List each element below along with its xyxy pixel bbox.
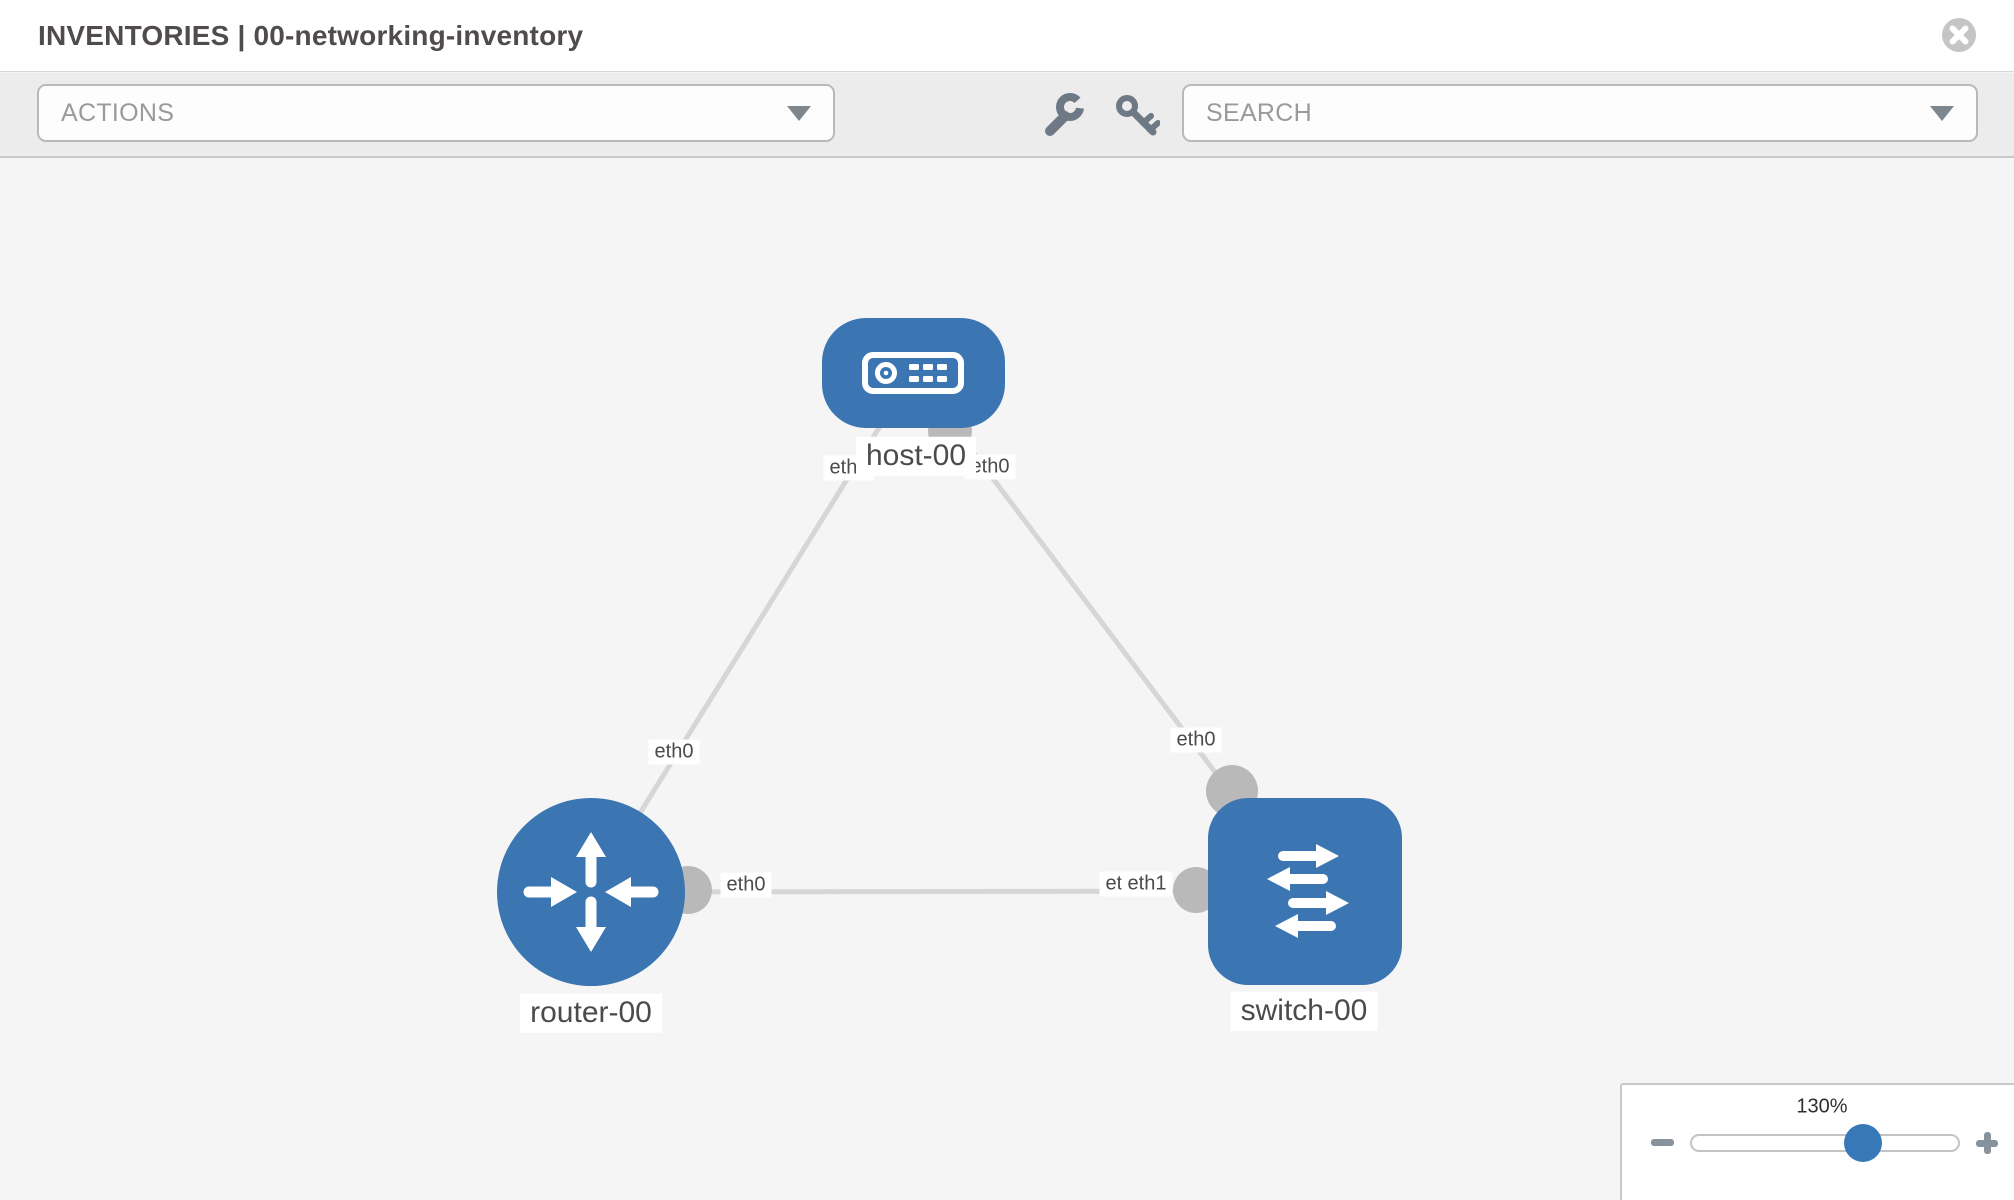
chevron-down-icon — [787, 105, 811, 121]
interface-dot-switch-left — [1173, 867, 1219, 913]
node-router[interactable] — [497, 798, 685, 986]
zoom-in-button[interactable] — [1976, 1132, 1998, 1154]
zoom-level: 130% — [1796, 1095, 1848, 1118]
tools-button[interactable] — [1039, 92, 1087, 140]
zoom-slider-thumb[interactable] — [1844, 1124, 1882, 1162]
close-icon — [1942, 18, 1976, 52]
close-button[interactable] — [1941, 17, 1977, 53]
interface-label: eth1 — [1121, 871, 1173, 897]
actions-label: ACTIONS — [61, 98, 175, 127]
chevron-down-icon — [1930, 105, 1954, 121]
credentials-button[interactable] — [1112, 92, 1161, 140]
host-icon — [862, 352, 964, 394]
node-label-router: router-00 — [520, 993, 662, 1033]
node-label-switch: switch-00 — [1230, 991, 1378, 1031]
search-select[interactable]: SEARCH — [1182, 84, 1978, 142]
page-title: INVENTORIES | 00-networking-inventory — [38, 19, 584, 51]
node-switch[interactable] — [1208, 798, 1402, 985]
router-icon — [523, 832, 659, 952]
zoom-slider-track[interactable] — [1690, 1134, 1960, 1152]
key-icon — [1116, 95, 1161, 136]
actions-select[interactable]: ACTIONS — [37, 84, 835, 142]
interface-label: eth0 — [648, 739, 700, 765]
switch-icon — [1267, 844, 1349, 938]
wrench-icon — [1045, 92, 1087, 136]
titlebar: INVENTORIES | 00-networking-inventory — [0, 0, 2014, 72]
toolbar: ACTIONS SEARCH — [0, 73, 2014, 158]
search-label: SEARCH — [1206, 98, 1312, 127]
zoom-out-button[interactable] — [1651, 1139, 1674, 1146]
node-host[interactable] — [822, 318, 1005, 428]
node-label-host: host-00 — [855, 436, 977, 476]
interface-label: eth0 — [720, 872, 772, 898]
interface-label: eth0 — [1170, 727, 1222, 753]
